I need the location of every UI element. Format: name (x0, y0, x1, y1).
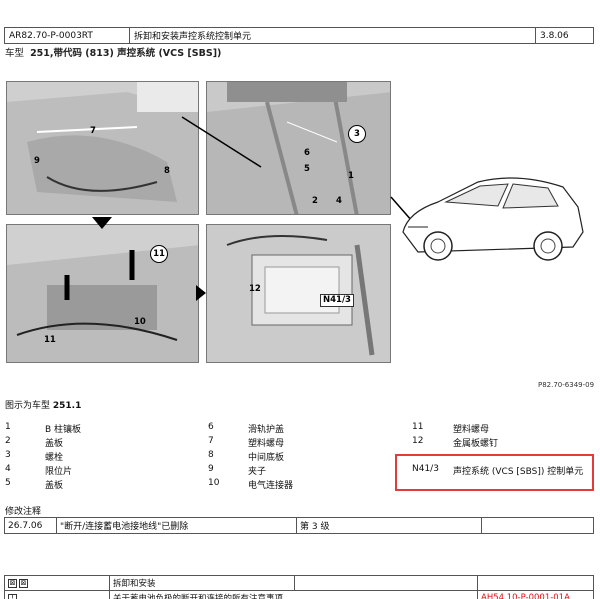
header-table: AR82.70-P-0003RT 拆卸和安装声控系统控制单元 3.8.06 (4, 27, 594, 44)
arrow-down-icon (92, 217, 112, 229)
legend-label: 限位片 (45, 467, 73, 477)
figure-reference: P82.70-6349-09 (538, 381, 595, 389)
note-extra (481, 517, 594, 534)
legend: 1 B 柱镶板 2 盖板 3 螺栓 4 限位片 5 盖板 6 滑轨护盖 7 塑料… (5, 422, 595, 492)
note-date: 26.7.06 (4, 517, 57, 534)
table-row: ! 关于蓄电池负极的断开和连接的所有注意事项 AH54.10-P-0001-01… (4, 590, 594, 599)
legend-label: 声控系统 (VCS [SBS]) 控制单元 (453, 467, 584, 477)
bottom-text: 关于蓄电池负极的断开和连接的所有注意事项 (109, 590, 478, 599)
photo-bottom-middle (206, 224, 391, 363)
grid-icon: ⊠ (19, 579, 28, 588)
bottom-cell (477, 575, 594, 591)
callout-5: 5 (304, 164, 310, 174)
legend-num: 4 (5, 464, 11, 474)
model-text: 251,带代码 (813) 声控系统 (VCS [SBS]) (30, 48, 222, 59)
bottom-label: 拆卸和安装 (109, 575, 295, 591)
legend-num: 3 (5, 450, 11, 460)
legend-label: 金属板螺钉 (453, 439, 499, 449)
illustration: 7 9 8 3 6 5 2 4 1 11 10 11 12 N41/3 (6, 77, 594, 368)
callout-1: 1 (348, 171, 354, 181)
legend-num: 9 (208, 464, 214, 474)
notes-table: 26.7.06 "断开/连接蓄电池接地线"已删除 第 3 级 (4, 517, 594, 534)
callout-4: 4 (336, 196, 342, 206)
legend-num: 10 (208, 478, 220, 488)
note-page: 第 3 级 (296, 517, 482, 534)
callout-9: 9 (34, 156, 40, 166)
legend-label: 盖板 (45, 481, 64, 491)
callout-2: 2 (312, 196, 318, 206)
figure-caption: 图示为车型 251.1 (5, 398, 81, 411)
legend-num: 12 (412, 436, 424, 446)
car-illustration (402, 177, 584, 261)
notes-title: 修改注释 (5, 507, 42, 517)
bottom-icons: ⊠⊠ (4, 575, 110, 591)
caption-prefix: 图示为车型 (5, 401, 51, 411)
table-row: 26.7.06 "断开/连接蓄电池接地线"已删除 第 3 级 (4, 517, 594, 534)
callout-10: 10 (134, 317, 146, 327)
photo-top-middle-drawing (207, 82, 390, 214)
legend-label: 中间底板 (248, 453, 285, 463)
legend-num: 2 (5, 436, 11, 446)
legend-num: 11 (412, 422, 424, 432)
callout-11-top: 11 (150, 245, 168, 263)
callout-lines (92, 116, 584, 301)
callout-n41-3: N41/3 (320, 294, 354, 307)
model-line: 车型 251,带代码 (813) 声控系统 (VCS [SBS]) (5, 45, 221, 59)
bottom-ref-link[interactable]: AH54.10-P-0001-01A (477, 590, 594, 599)
note-text: "断开/连接蓄电池接地线"已删除 (56, 517, 297, 534)
legend-num: 1 (5, 422, 11, 432)
callout-7: 7 (90, 126, 96, 136)
legend-num: 6 (208, 422, 214, 432)
callout-12: 12 (249, 284, 261, 294)
doc-version: 3.8.06 (535, 27, 594, 44)
bottom-table: ⊠⊠ 拆卸和安装 ! 关于蓄电池负极的断开和连接的所有注意事项 AH54.10-… (4, 575, 594, 599)
legend-label: 盖板 (45, 439, 64, 449)
arrow-right-icon (196, 285, 206, 301)
callout-8: 8 (164, 166, 170, 176)
legend-num: 5 (5, 478, 11, 488)
model-prefix: 车型 (5, 48, 25, 59)
photo-top-left-drawing (7, 82, 198, 214)
callout-3: 3 (348, 125, 366, 143)
legend-label: 塑料螺母 (453, 425, 490, 435)
highlight-box (395, 454, 594, 491)
caption-model: 251.1 (52, 401, 82, 411)
photo-bottom-left-drawing (7, 225, 198, 362)
grid-icon: ⊠ (8, 579, 17, 588)
legend-num: 8 (208, 450, 214, 460)
legend-label: 电气连接器 (248, 481, 294, 491)
warning-icon: ! (8, 594, 17, 599)
legend-label: 夹子 (248, 467, 267, 477)
bottom-icons: ! (4, 590, 110, 599)
legend-label: 滑轨护盖 (248, 425, 285, 435)
table-row: ⊠⊠ 拆卸和安装 (4, 575, 594, 591)
doc-id: AR82.70-P-0003RT (4, 27, 130, 44)
doc-title: 拆卸和安装声控系统控制单元 (129, 27, 536, 44)
photo-top-left (6, 81, 199, 215)
callout-11-bottom: 11 (44, 335, 56, 345)
legend-label: B 柱镶板 (45, 425, 82, 435)
legend-num: N41/3 (412, 464, 439, 474)
callout-6: 6 (304, 148, 310, 158)
legend-num: 7 (208, 436, 214, 446)
bottom-cell (294, 575, 478, 591)
legend-label: 螺栓 (45, 453, 64, 463)
photo-bottom-left (6, 224, 199, 363)
photo-top-middle (206, 81, 391, 215)
photo-bottom-middle-drawing (207, 225, 390, 362)
legend-label: 塑料螺母 (248, 439, 285, 449)
